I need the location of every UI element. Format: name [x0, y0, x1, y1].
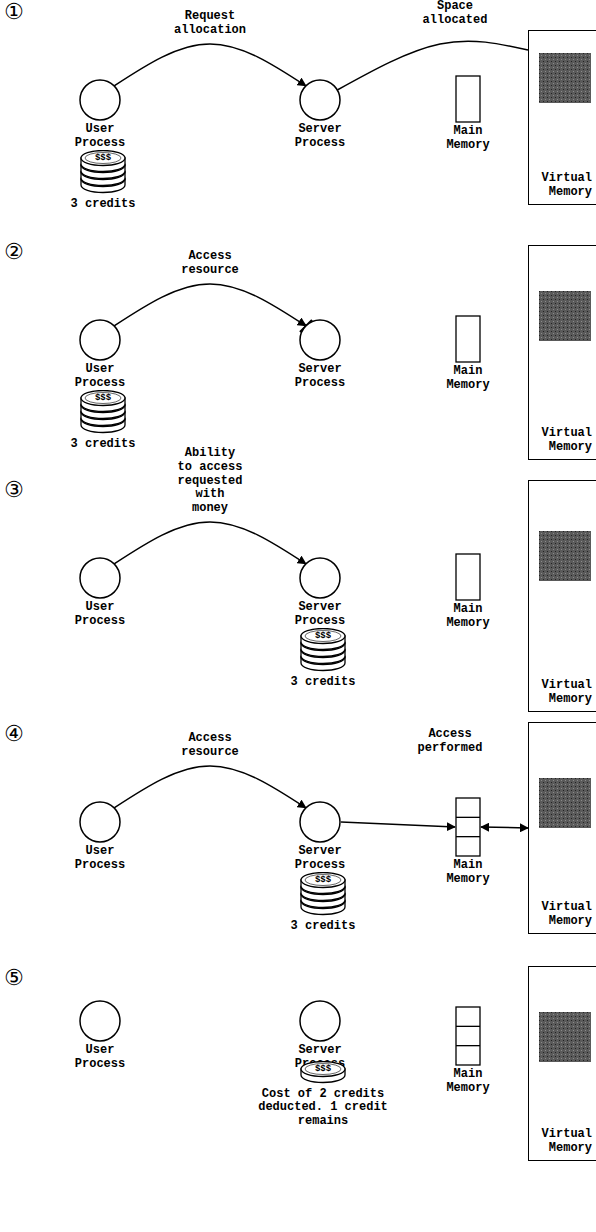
memory-label: Main Memory: [440, 603, 496, 631]
process-circle: User Process: [68, 557, 132, 629]
process-outline: [299, 79, 341, 121]
virtual-memory-box: Virtual Memory: [528, 722, 596, 934]
memory-label: Virtual Memory: [534, 679, 592, 707]
credit-coins: $$$ 3 credits: [291, 628, 356, 689]
flow-arrow: [481, 827, 528, 828]
arrow-label: Space allocated: [421, 0, 490, 28]
step-number: ④: [4, 723, 24, 745]
process-label: Server Process: [288, 601, 352, 629]
coin-symbol: $$$: [95, 391, 111, 406]
memory-outline: [455, 797, 481, 857]
credit-coins: $$$ 3 credits: [71, 390, 136, 451]
allocated-block: [539, 291, 591, 341]
memory-label: Main Memory: [440, 365, 496, 393]
virtual-memory-box: Virtual Memory: [528, 30, 596, 205]
process-outline: [79, 557, 121, 599]
credit-coins: $$$ 3 credits: [291, 872, 356, 933]
step-number: ②: [4, 241, 24, 263]
process-circle: Server Process: [288, 319, 352, 391]
credit-note: Cost of 2 credits deducted. 1 credit rem…: [253, 1088, 393, 1129]
arrow-label: Request allocation: [172, 10, 248, 38]
memory-label: Virtual Memory: [534, 901, 592, 929]
process-circle: Server Process: [288, 1000, 352, 1072]
memory-label: Virtual Memory: [534, 1128, 592, 1156]
credit-note: 3 credits: [291, 676, 356, 690]
arrow-label: Access resource: [179, 732, 241, 760]
process-label: User Process: [68, 1044, 132, 1072]
main-memory-box: Main Memory: [440, 553, 496, 631]
memory-outline: [455, 315, 481, 363]
credit-coins: $$$ 3 credits: [71, 150, 136, 211]
coin-symbol: $$$: [315, 1062, 331, 1077]
allocated-block: [539, 53, 591, 103]
credit-note: 3 credits: [71, 198, 136, 212]
memory-outline: [455, 75, 481, 123]
main-memory-box: Main Memory: [440, 1006, 496, 1096]
arrow-label: Access resource: [179, 250, 241, 278]
flow-arrow: [114, 284, 306, 326]
memory-outline: [455, 1006, 481, 1066]
process-outline: [299, 319, 341, 361]
credit-note: 3 credits: [291, 920, 356, 934]
process-circle: User Process: [68, 1000, 132, 1072]
main-memory-box: Main Memory: [440, 75, 496, 153]
allocated-block: [539, 531, 591, 581]
memory-label: Virtual Memory: [534, 172, 592, 200]
process-outline: [79, 319, 121, 361]
virtual-memory-box: Virtual Memory: [528, 480, 596, 712]
coin-symbol: $$$: [315, 873, 331, 888]
process-label: User Process: [68, 845, 132, 873]
virtual-memory-box: Virtual Memory: [528, 966, 596, 1161]
flow-arrow: [114, 44, 306, 86]
main-memory-box: Main Memory: [440, 315, 496, 393]
flow-arrow: [114, 766, 306, 808]
process-circle: Server Process: [288, 557, 352, 629]
main-memory-box: Main Memory: [440, 797, 496, 887]
coin-symbol: $$$: [95, 151, 111, 166]
credit-note: 3 credits: [71, 438, 136, 452]
process-outline: [299, 557, 341, 599]
process-circle: User Process: [68, 801, 132, 873]
credit-coins: $$$ Cost of 2 credits deducted. 1 credit …: [253, 1061, 393, 1129]
process-circle: User Process: [68, 79, 132, 151]
process-label: Server Process: [288, 363, 352, 391]
process-label: User Process: [68, 123, 132, 151]
process-label: User Process: [68, 363, 132, 391]
process-circle: Server Process: [288, 79, 352, 151]
flow-arrow: [114, 522, 306, 564]
process-outline: [79, 79, 121, 121]
coin-symbol: $$$: [315, 629, 331, 644]
flow-arrow: [337, 41, 528, 90]
process-label: User Process: [68, 601, 132, 629]
memory-label: Main Memory: [440, 1068, 496, 1096]
process-outline: [299, 801, 341, 843]
flow-arrow: [341, 822, 455, 827]
arrow-label: Ability to access requested with money: [176, 447, 245, 516]
memory-label: Main Memory: [440, 859, 496, 887]
allocated-block: [539, 1012, 591, 1062]
step-number: ①: [4, 1, 24, 23]
process-label: Server Process: [288, 123, 352, 151]
virtual-memory-box: Virtual Memory: [528, 245, 596, 460]
process-label: Server Process: [288, 845, 352, 873]
memory-label: Virtual Memory: [534, 427, 592, 455]
process-circle: User Process: [68, 319, 132, 391]
step-number: ⑤: [4, 967, 24, 989]
process-circle: Server Process: [288, 801, 352, 873]
memory-label: Main Memory: [440, 125, 496, 153]
memory-outline: [455, 553, 481, 601]
process-outline: [299, 1000, 341, 1042]
step-number: ③: [4, 479, 24, 501]
process-outline: [79, 801, 121, 843]
allocated-block: [539, 778, 591, 828]
arrow-label: Access performed: [416, 728, 485, 756]
process-outline: [79, 1000, 121, 1042]
